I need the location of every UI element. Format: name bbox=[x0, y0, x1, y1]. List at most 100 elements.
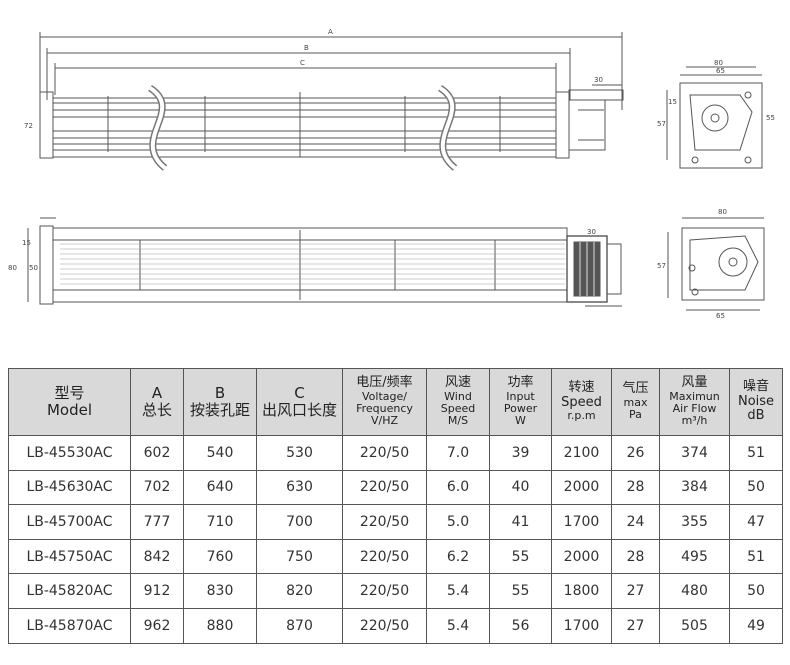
cell-pressure: 28 bbox=[611, 538, 660, 575]
dim-label-15-bottom: 15 bbox=[22, 239, 31, 247]
cell-model: LB-45630AC bbox=[8, 469, 131, 506]
cell-voltage: 220/50 bbox=[342, 607, 427, 644]
cell-air-flow: 384 bbox=[659, 469, 730, 506]
cell-c: 530 bbox=[256, 435, 343, 471]
cell-a: 702 bbox=[130, 469, 184, 506]
cell-speed: 1700 bbox=[551, 504, 612, 540]
cell-noise: 50 bbox=[729, 469, 783, 506]
fan-side-view-top bbox=[39, 32, 623, 159]
dim-label-30-bottom: 30 bbox=[587, 228, 596, 236]
cell-noise: 49 bbox=[729, 607, 783, 644]
dim-label-80-left: 80 bbox=[8, 264, 17, 272]
cell-wind-speed: 5.0 bbox=[426, 504, 490, 540]
cell-pressure: 27 bbox=[611, 607, 660, 644]
cell-power: 41 bbox=[489, 504, 552, 540]
cell-voltage: 220/50 bbox=[342, 538, 427, 575]
cell-wind-speed: 7.0 bbox=[426, 435, 490, 471]
cell-air-flow: 374 bbox=[659, 435, 730, 471]
dim-label-50: 50 bbox=[29, 264, 38, 272]
cell-wind-speed: 6.2 bbox=[426, 538, 490, 575]
dim-label-55: 55 bbox=[766, 114, 775, 122]
cell-power: 39 bbox=[489, 435, 552, 471]
cell-b: 710 bbox=[183, 504, 257, 540]
cell-voltage: 220/50 bbox=[342, 504, 427, 540]
cell-speed: 2000 bbox=[551, 538, 612, 575]
cell-model: LB-45820AC bbox=[8, 573, 131, 609]
cell-c: 630 bbox=[256, 469, 343, 506]
cell-voltage: 220/50 bbox=[342, 573, 427, 609]
cell-model: LB-45530AC bbox=[8, 435, 131, 471]
cell-wind-speed: 5.4 bbox=[426, 573, 490, 609]
dim-label-65-top: 65 bbox=[716, 67, 725, 75]
cell-c: 870 bbox=[256, 607, 343, 644]
cell-power: 55 bbox=[489, 538, 552, 575]
cell-air-flow: 355 bbox=[659, 504, 730, 540]
cell-c: 700 bbox=[256, 504, 343, 540]
cell-speed: 2000 bbox=[551, 469, 612, 506]
dim-label-72: 72 bbox=[24, 122, 33, 130]
cell-pressure: 24 bbox=[611, 504, 660, 540]
dim-label-65-bottom: 65 bbox=[716, 312, 725, 320]
cell-a: 842 bbox=[130, 538, 184, 575]
cell-air-flow: 505 bbox=[659, 607, 730, 644]
cell-model: LB-45700AC bbox=[8, 504, 131, 540]
cell-b: 760 bbox=[183, 538, 257, 575]
cell-c: 750 bbox=[256, 538, 343, 575]
cell-noise: 51 bbox=[729, 435, 783, 471]
dim-label-15-top: 15 bbox=[668, 98, 677, 106]
cell-power: 55 bbox=[489, 573, 552, 609]
cell-air-flow: 480 bbox=[659, 573, 730, 609]
cell-a: 602 bbox=[130, 435, 184, 471]
cell-b: 830 bbox=[183, 573, 257, 609]
dim-label-57-bottom: 57 bbox=[657, 262, 666, 270]
dim-label-b: B bbox=[304, 44, 309, 52]
cell-air-flow: 495 bbox=[659, 538, 730, 575]
motor-side-top bbox=[555, 84, 624, 159]
end-view-top bbox=[666, 66, 763, 169]
cell-model: LB-45870AC bbox=[8, 607, 131, 644]
cell-power: 40 bbox=[489, 469, 552, 506]
cell-speed: 1700 bbox=[551, 607, 612, 644]
cell-power: 56 bbox=[489, 607, 552, 644]
cell-noise: 47 bbox=[729, 504, 783, 540]
cell-b: 640 bbox=[183, 469, 257, 506]
cell-wind-speed: 6.0 bbox=[426, 469, 490, 506]
dim-label-c: C bbox=[300, 59, 305, 67]
cell-pressure: 28 bbox=[611, 469, 660, 506]
dim-label-30-top: 30 bbox=[594, 76, 603, 84]
cell-pressure: 26 bbox=[611, 435, 660, 471]
cell-speed: 2100 bbox=[551, 435, 612, 471]
cell-b: 880 bbox=[183, 607, 257, 644]
dim-label-80-top: 80 bbox=[714, 59, 723, 67]
fan-front-view-bottom bbox=[27, 217, 622, 307]
end-view-bottom bbox=[667, 217, 765, 311]
technical-drawings: A B C 30 72 80 65 57 15 55 15 80 50 30 8… bbox=[8, 28, 775, 320]
cell-noise: 50 bbox=[729, 573, 783, 609]
dim-label-57-top: 57 bbox=[657, 120, 666, 128]
cell-c: 820 bbox=[256, 573, 343, 609]
dim-label-80-bottom: 80 bbox=[718, 208, 727, 216]
cell-voltage: 220/50 bbox=[342, 469, 427, 506]
cell-pressure: 27 bbox=[611, 573, 660, 609]
cell-noise: 51 bbox=[729, 538, 783, 575]
cell-a: 962 bbox=[130, 607, 184, 644]
dim-label-a: A bbox=[328, 28, 333, 36]
cell-b: 540 bbox=[183, 435, 257, 471]
